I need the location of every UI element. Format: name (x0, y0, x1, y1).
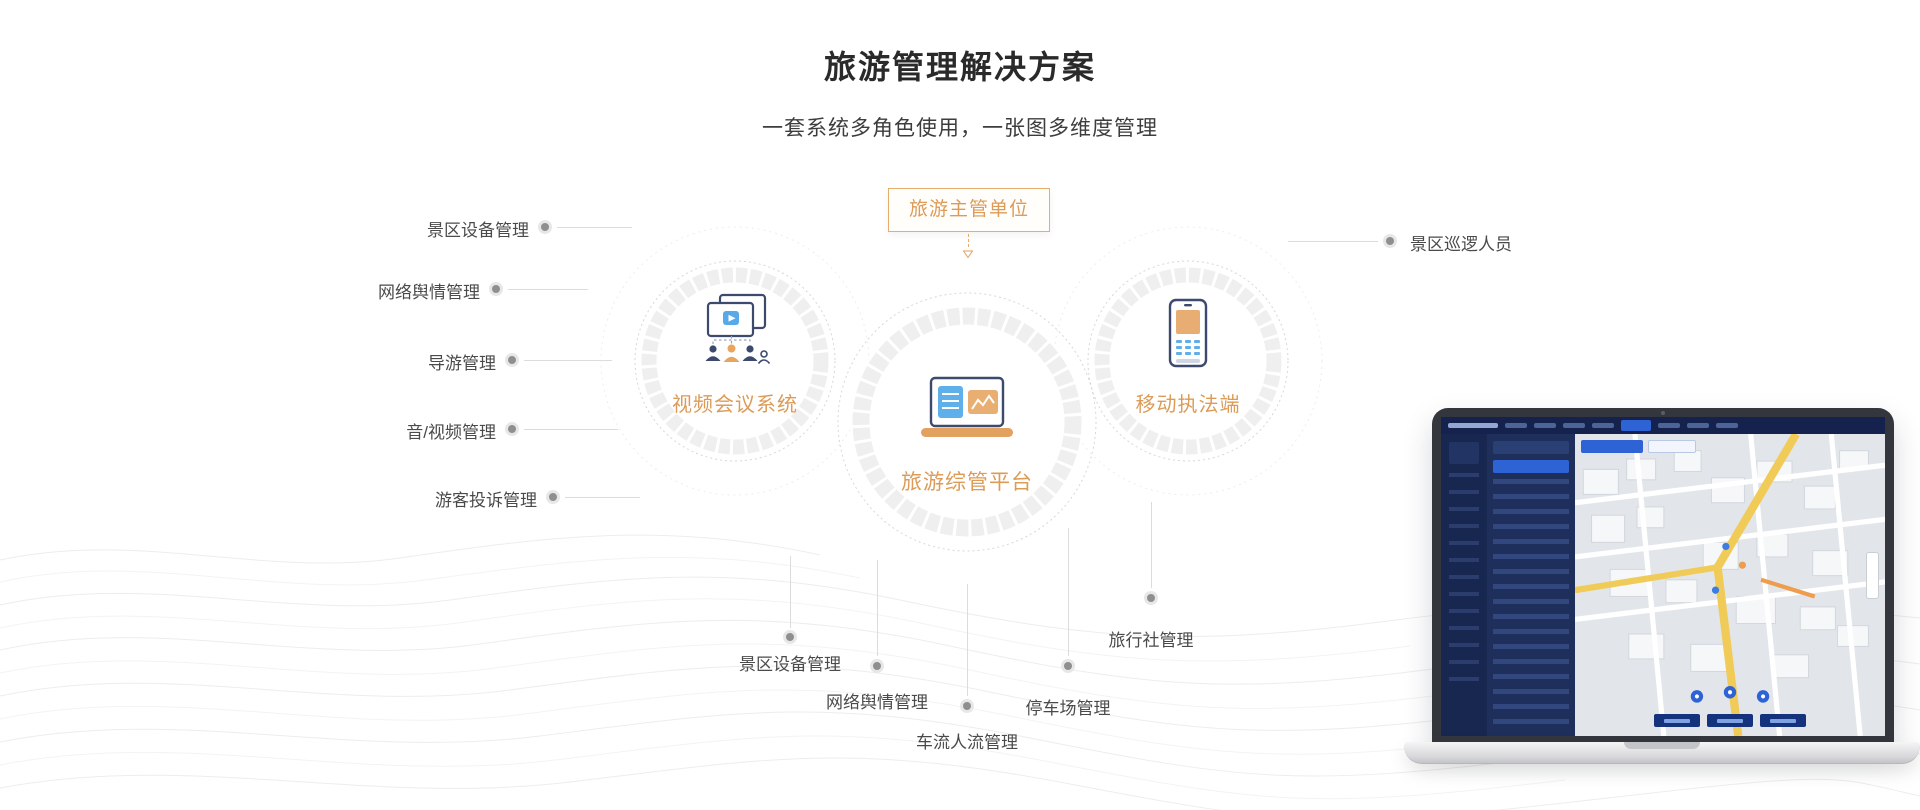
laptop-screen (1432, 408, 1894, 742)
connector-dot (541, 223, 549, 231)
connector-line (508, 289, 588, 290)
dashboard-logo (1448, 423, 1498, 428)
connector-line (524, 429, 618, 430)
page-title: 旅游管理解决方案 (823, 49, 1096, 85)
laptop-chart-icon (921, 376, 1013, 437)
people-group-icon (705, 345, 758, 361)
dashboard-list-panel (1487, 434, 1575, 736)
contour-background (0, 534, 1920, 810)
connector-line (790, 556, 791, 628)
laptop-notch (1624, 742, 1700, 749)
connector-dot (508, 356, 516, 364)
connector-line (1068, 528, 1069, 656)
page-subtitle: 一套系统多角色使用，一张图多维度管理 (762, 117, 1158, 140)
connector-dot (492, 285, 500, 293)
connector-dot (1386, 237, 1394, 245)
map-bottom-buttons (1654, 714, 1806, 727)
bottom-label-3: 停车场管理 (1025, 699, 1111, 718)
map-zoom-controls (1866, 552, 1879, 599)
people-link-lines (712, 336, 751, 344)
dashboard-map (1575, 434, 1885, 736)
connector-dot (786, 633, 794, 641)
right-label-0: 景区巡逻人员 (1410, 235, 1512, 254)
connector-line (877, 560, 878, 656)
connector-line (1288, 241, 1378, 242)
connector-line (524, 360, 612, 361)
left-label-2: 导游管理 (428, 354, 496, 373)
bottom-label-0: 景区设备管理 (739, 655, 841, 674)
map-graphics (1575, 434, 1885, 736)
connector-dot (1064, 662, 1072, 670)
map-marker-icons (1690, 686, 1770, 703)
laptop-camera-dot (1661, 411, 1665, 415)
down-arrow-icon (962, 250, 974, 259)
video-window-icon (705, 293, 771, 365)
node-label-video-system: 视频会议系统 (672, 394, 798, 416)
dashboard-active-tab (1621, 420, 1651, 431)
connector-line (1151, 502, 1152, 588)
connector-dot (508, 425, 516, 433)
left-label-1: 网络舆情管理 (378, 283, 480, 302)
left-label-0: 景区设备管理 (427, 221, 529, 240)
connector-dot (963, 702, 971, 710)
connector-line (557, 227, 632, 228)
dashboard-screenshot (1441, 417, 1885, 736)
dashboard-topbar (1441, 417, 1885, 434)
connector-line (967, 584, 968, 696)
map-filter-chip (1581, 440, 1643, 453)
connector-dot (1147, 594, 1155, 602)
map-route-chip (1648, 440, 1696, 453)
smartphone-icon (1168, 298, 1208, 368)
dashboard-body (1441, 434, 1885, 736)
authority-connector-line (968, 234, 969, 247)
dashboard-selected-row (1493, 460, 1569, 473)
node-label-mobile-enforcement: 移动执法端 (1135, 394, 1241, 416)
dashboard-sidebar (1441, 434, 1487, 736)
bottom-label-1: 网络舆情管理 (826, 693, 928, 712)
node-label-platform: 旅游综管平台 (901, 471, 1033, 494)
left-label-3: 音/视频管理 (406, 423, 496, 442)
authority-box: 旅游主管单位 (888, 188, 1050, 232)
connector-dot (549, 493, 557, 501)
laptop-base (1404, 742, 1920, 764)
connector-line (565, 497, 640, 498)
bottom-label-2: 车流人流管理 (916, 733, 1018, 752)
bottom-label-4: 旅行社管理 (1108, 631, 1194, 650)
left-label-4: 游客投诉管理 (435, 491, 537, 510)
connector-dot (873, 662, 881, 670)
laptop-mockup (1404, 408, 1920, 780)
